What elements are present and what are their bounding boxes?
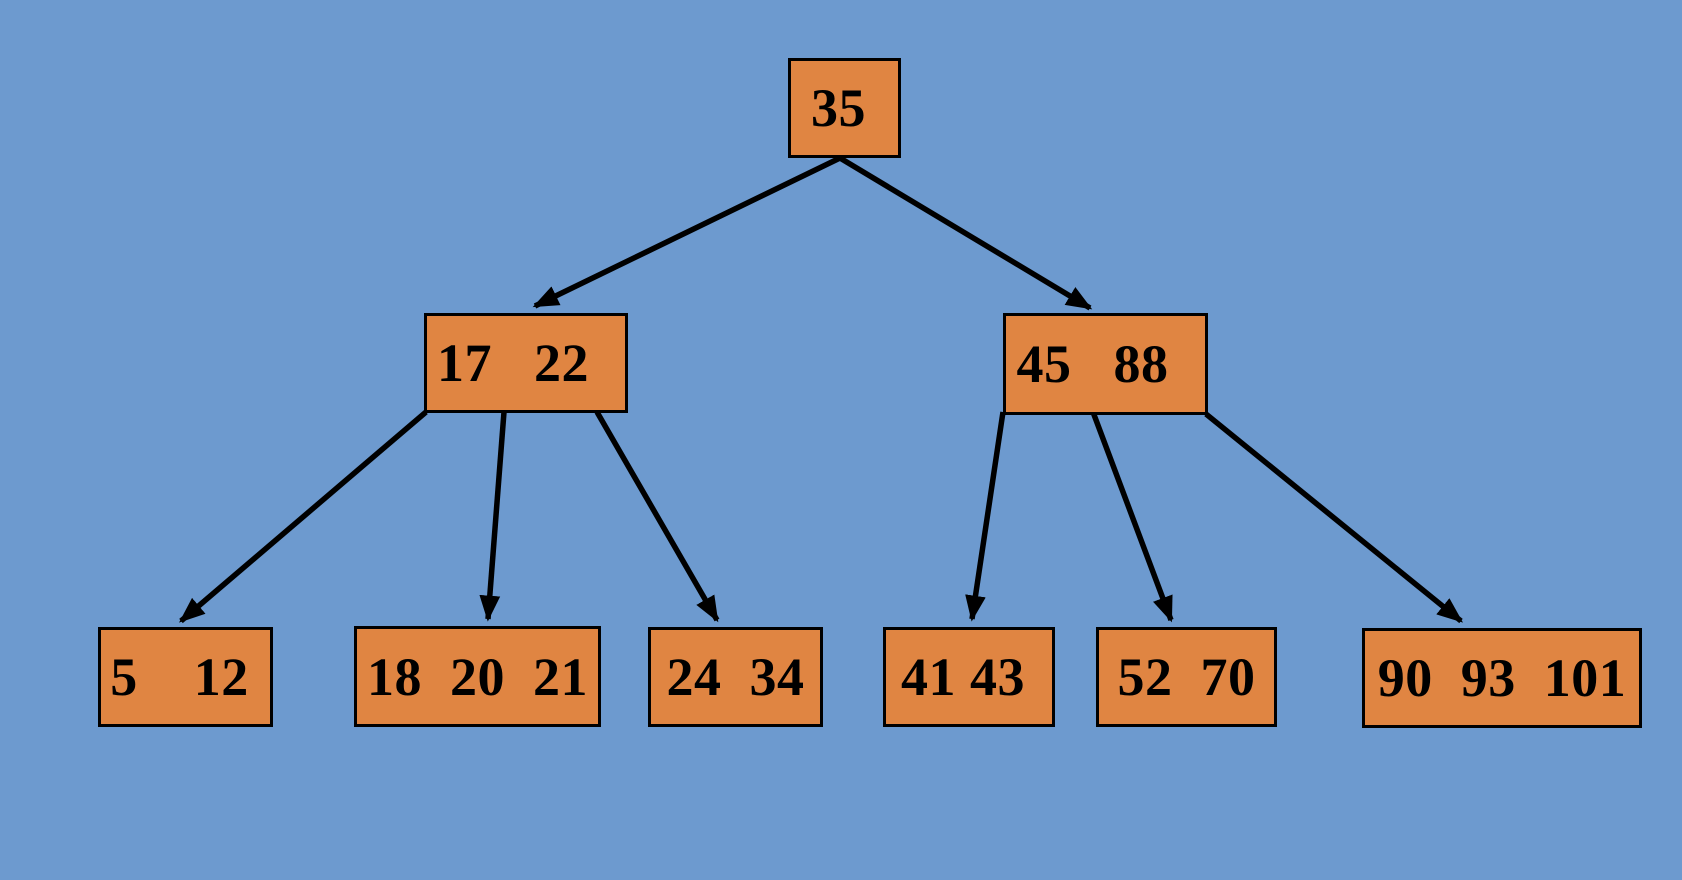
btree-node-internal-right: 45 88: [1003, 313, 1208, 415]
node-keys-label: 41 43: [901, 647, 1025, 707]
btree-node-internal-left: 17 22: [424, 313, 628, 413]
node-keys-label: 90 93 101: [1377, 648, 1627, 708]
edge-arrow: [965, 411, 1006, 622]
btree-node-leaf-4: 41 43: [883, 627, 1055, 727]
edge-arrow: [479, 411, 507, 622]
edge-arrow: [594, 410, 720, 623]
btree-node-leaf-5: 52 70: [1096, 627, 1277, 727]
edge-arrow: [532, 155, 842, 309]
btree-node-leaf-6: 90 93 101: [1362, 628, 1642, 728]
node-keys-label: 24 34: [666, 647, 805, 707]
btree-node-root: 35: [788, 58, 901, 158]
node-keys-label: 5 12: [110, 647, 249, 707]
node-keys-label: 17 22: [437, 333, 589, 393]
btree-node-leaf-3: 24 34: [648, 627, 823, 727]
node-keys-label: 45 88: [1016, 334, 1169, 394]
edge-arrow: [838, 155, 1093, 311]
btree-node-leaf-1: 5 12: [98, 627, 273, 727]
node-keys-label: 18 20 21: [367, 646, 588, 707]
btree-node-leaf-2: 18 20 21: [354, 626, 601, 727]
node-keys-label: 52 70: [1117, 647, 1256, 707]
edge-arrow: [179, 409, 428, 624]
node-keys-label: 35: [811, 78, 866, 138]
edge-arrow: [1090, 411, 1174, 623]
edge-arrow: [1204, 411, 1464, 624]
